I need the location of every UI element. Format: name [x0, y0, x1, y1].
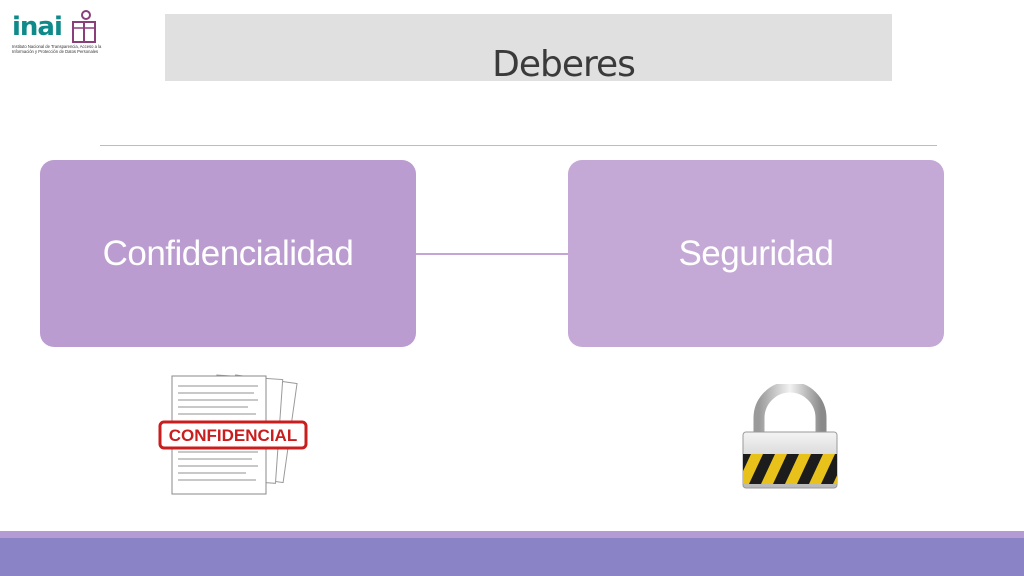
seguridad-box: Seguridad — [568, 160, 944, 347]
confidencialidad-label: Confidencialidad — [102, 233, 354, 273]
logo-wordmark: inai — [12, 12, 63, 42]
confidencialidad-box: Confidencialidad — [40, 160, 416, 347]
padlock-icon — [742, 384, 838, 489]
connector-line — [416, 253, 568, 255]
confidential-documents-image: CONFIDENCIAL — [158, 374, 308, 495]
logo-figure-icon — [72, 10, 96, 43]
footer-band-bottom — [0, 538, 1024, 576]
inai-logo: inai Instituto Nacional de Transparencia… — [12, 10, 122, 60]
seguridad-label: Seguridad — [678, 233, 834, 273]
footer-band-top — [0, 531, 1024, 538]
confidencial-stamp-text: CONFIDENCIAL — [169, 426, 297, 445]
page-title: Deberes — [492, 44, 636, 85]
divider-line — [100, 145, 937, 146]
logo-subtitle: Instituto Nacional de Transparencia, Acc… — [12, 44, 102, 54]
title-bar: Deberes — [165, 14, 892, 85]
